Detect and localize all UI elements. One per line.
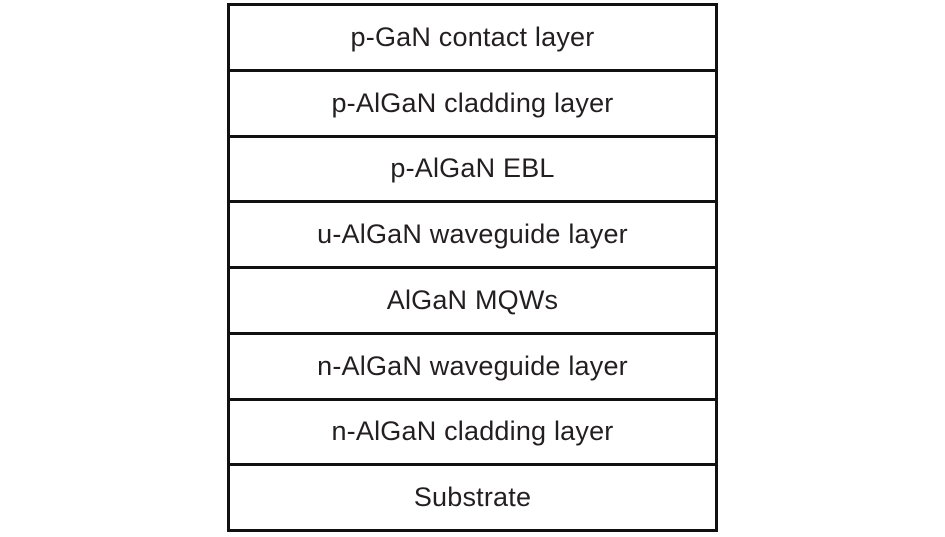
layer-label: p-AlGaN EBL (390, 153, 555, 184)
layer-label: Substrate (413, 482, 532, 513)
layer-algan-mqws: AlGaN MQWs (230, 269, 715, 335)
layer-p-algan-ebl: p-AlGaN EBL (230, 138, 715, 204)
layer-substrate: Substrate (230, 466, 715, 529)
layer-label: n-AlGaN waveguide layer (317, 350, 628, 381)
layer-n-algan-waveguide: n-AlGaN waveguide layer (230, 335, 715, 401)
layer-label: p-AlGaN cladding layer (331, 87, 614, 118)
layer-u-algan-waveguide: u-AlGaN waveguide layer (230, 203, 715, 269)
layer-label: p-GaN contact layer (350, 21, 595, 52)
layer-label: AlGaN MQWs (386, 284, 559, 315)
layer-p-algan-cladding: p-AlGaN cladding layer (230, 72, 715, 138)
layer-label: n-AlGaN cladding layer (331, 416, 614, 447)
layer-n-algan-cladding: n-AlGaN cladding layer (230, 401, 715, 467)
layer-p-gan-contact: p-GaN contact layer (230, 6, 715, 72)
layer-label: u-AlGaN waveguide layer (317, 219, 628, 250)
epitaxial-layer-stack: p-GaN contact layer p-AlGaN cladding lay… (227, 3, 718, 532)
